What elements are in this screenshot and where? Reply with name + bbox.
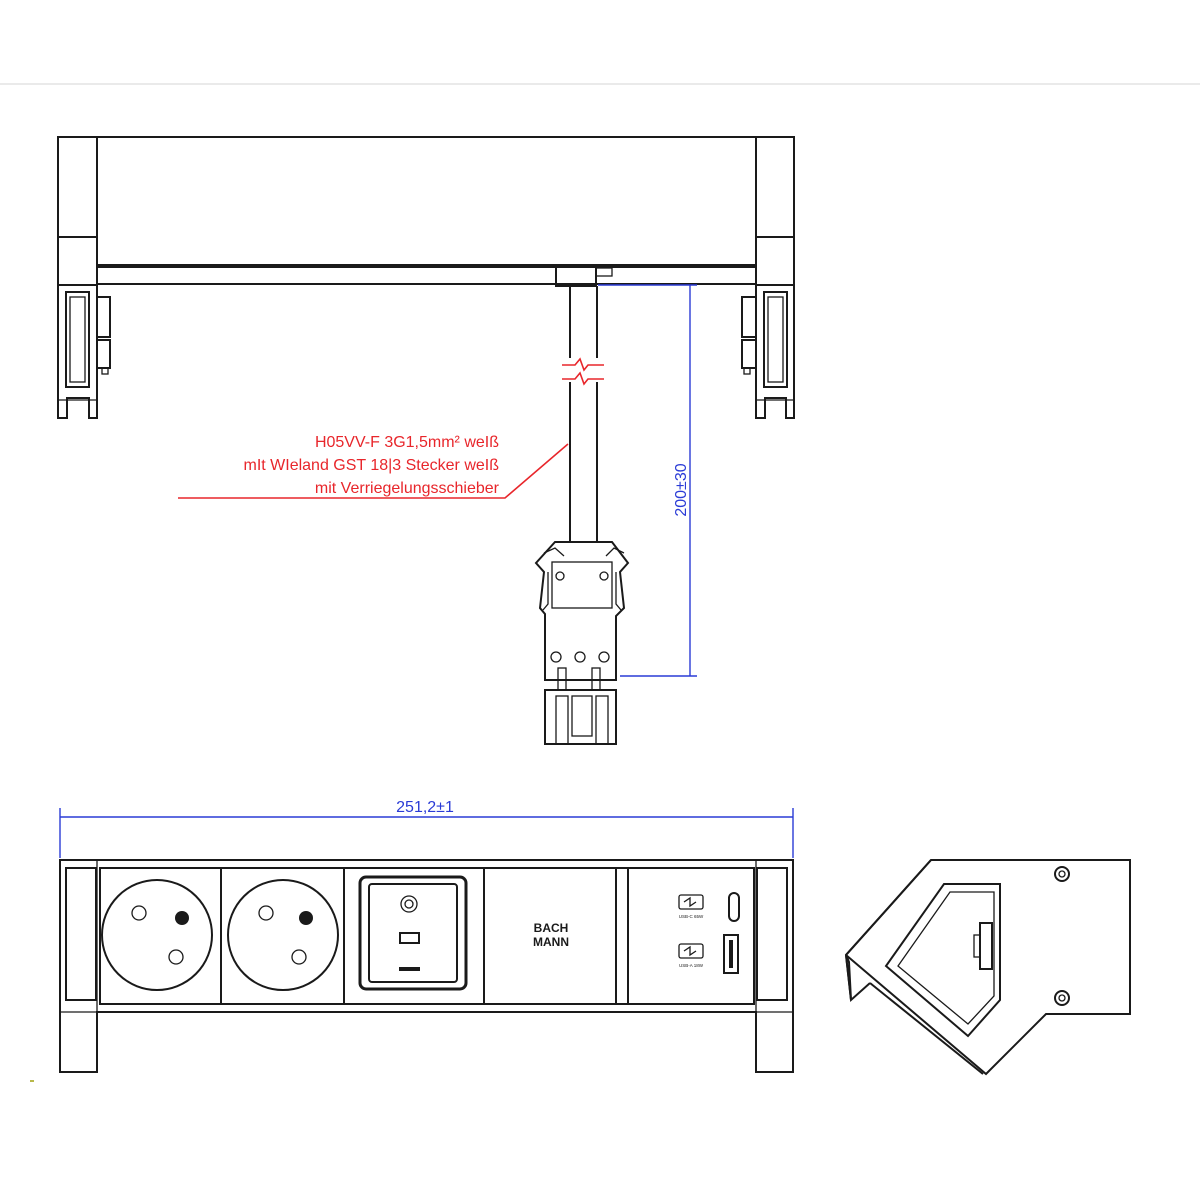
- side-profile-inner: [884, 883, 1001, 1038]
- usb-a-label: USB-A 18W: [679, 963, 704, 968]
- brand-logo-line2: MANN: [533, 935, 569, 949]
- top-view-body: [96, 136, 757, 268]
- usb-c-port-icon: [728, 892, 740, 922]
- width-label: 251,2±1: [396, 799, 454, 816]
- brand-module: BACH MANN: [483, 867, 617, 1005]
- cable-spec-line2: mIt WIeland GST 18|3 Stecker weIß: [243, 457, 499, 474]
- french-socket-icon: [101, 879, 213, 991]
- wieland-connector-icon: [534, 541, 630, 745]
- usb-module: USB-C 65W USB-A 18W: [616, 867, 755, 1005]
- cable-length-label: 200±30: [673, 463, 690, 516]
- right-clamp: [741, 136, 795, 419]
- usb-c-label: USB-C 65W: [679, 914, 704, 919]
- side-screw-top: [1054, 866, 1070, 882]
- artifact-mark: [30, 1080, 34, 1082]
- french-socket-icon: [227, 879, 339, 991]
- front-view: 251,2±1: [59, 799, 794, 1073]
- switch-module: [343, 867, 485, 1005]
- switch-icon: [358, 875, 468, 991]
- top-view: H05VV-F 3G1,5mm² weIß mIt WIeland GST 18…: [57, 136, 795, 745]
- socket-module-2: [220, 867, 345, 1005]
- side-screw-bottom: [1054, 990, 1070, 1006]
- cable: [562, 286, 606, 542]
- left-clamp: [57, 136, 111, 419]
- side-view: [844, 859, 1131, 1076]
- brand-logo-line1: BACH: [534, 921, 569, 935]
- cable-length-dimension: 200±30: [598, 284, 697, 677]
- cable-leader-line: [178, 443, 569, 499]
- cable-spec-line3: mit Verriegelungsschieber: [315, 480, 500, 497]
- socket-module-1: [99, 867, 222, 1005]
- usb-a-port-icon: [723, 934, 739, 974]
- width-dimension: 251,2±1: [59, 799, 794, 858]
- cable-spec-line1: H05VV-F 3G1,5mm² weIß: [315, 434, 499, 451]
